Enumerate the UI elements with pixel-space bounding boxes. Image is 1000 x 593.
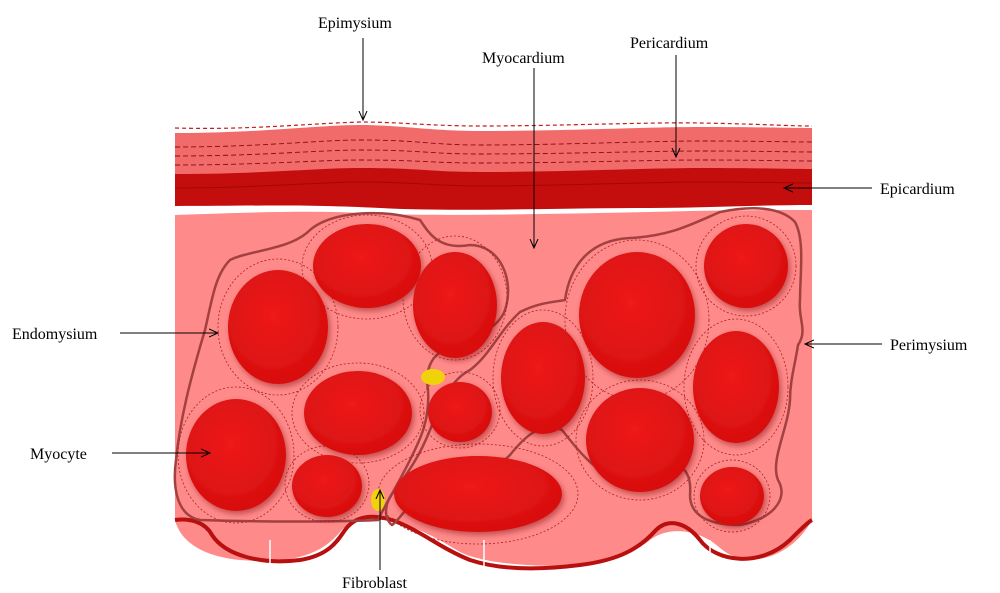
- myocyte-cell: [704, 224, 788, 308]
- label-epicardium: Epicardium: [880, 181, 955, 198]
- myocyte-cell: [413, 252, 497, 358]
- label-endomysium: Endomysium: [12, 326, 98, 343]
- myocyte-cell: [586, 388, 694, 492]
- myocyte-cell: [700, 467, 764, 525]
- label-pericardium: Pericardium: [630, 35, 709, 52]
- label-myocardium: Myocardium: [482, 50, 565, 67]
- myocyte-cell: [228, 270, 328, 384]
- fibroblast-cell: [421, 369, 445, 385]
- myocyte-cell: [394, 456, 562, 532]
- myocyte-cell: [304, 371, 412, 455]
- myocyte-cell: [313, 224, 421, 308]
- epicardium-layer: [175, 168, 812, 210]
- fibroblast-cell: [371, 489, 385, 511]
- myocyte-cell: [501, 322, 585, 434]
- label-myocyte: Myocyte: [30, 446, 87, 463]
- myocyte-cell: [579, 252, 695, 378]
- myocyte-cell: [292, 455, 362, 517]
- myocyte-cell: [186, 399, 286, 511]
- label-fibroblast: Fibroblast: [342, 575, 407, 592]
- myocyte-cell: [428, 382, 492, 442]
- myocyte-cell: [693, 331, 779, 443]
- label-perimysium: Perimysium: [890, 337, 968, 354]
- label-epimysium: Epimysium: [318, 15, 392, 32]
